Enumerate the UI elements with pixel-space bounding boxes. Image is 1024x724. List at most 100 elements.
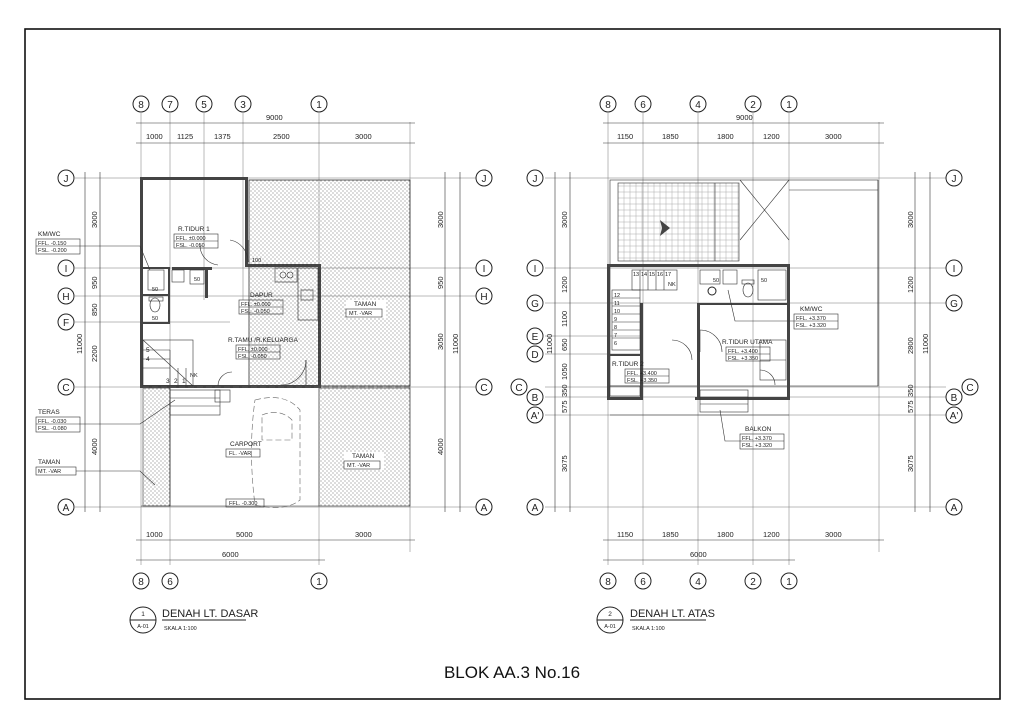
plan1-bottom-dim: 1000 bbox=[146, 530, 163, 539]
plan2-bottom-total: 6000 bbox=[690, 550, 707, 559]
svg-text:I: I bbox=[534, 264, 537, 275]
plan2-scale: SKALA 1:100 bbox=[632, 626, 665, 632]
svg-text:J: J bbox=[533, 174, 538, 185]
svg-text:A: A bbox=[532, 503, 539, 514]
stair-step-4: 4 bbox=[146, 356, 150, 363]
svg-text:H: H bbox=[480, 292, 487, 303]
svg-text:J: J bbox=[482, 174, 487, 185]
fixture-label: 50 bbox=[713, 278, 719, 284]
room-taman-top: TAMAN MT. -VAR bbox=[345, 300, 386, 318]
svg-text:A-01: A-01 bbox=[137, 624, 149, 630]
svg-text:4: 4 bbox=[695, 577, 701, 588]
svg-text:J: J bbox=[64, 174, 69, 185]
svg-text:G: G bbox=[531, 299, 539, 310]
svg-text:R.TIDUR 2: R.TIDUR 2 bbox=[612, 361, 644, 368]
svg-text:8: 8 bbox=[605, 100, 611, 111]
svg-text:B: B bbox=[532, 393, 539, 404]
sheet-border bbox=[24, 28, 1001, 700]
svg-text:D: D bbox=[531, 350, 538, 361]
svg-text:6: 6 bbox=[640, 577, 646, 588]
callout-kmwc: KM/WC FFL. -0.150 FSL. -0.200 bbox=[35, 231, 151, 271]
plan2-left-dim: 3000 bbox=[560, 211, 569, 228]
plan1-top-total: 9000 bbox=[266, 113, 283, 122]
room-r-tidur-1: R.TIDUR 1 FFL. ±0.000 FSL. -0.050 bbox=[173, 226, 219, 249]
svg-text:FSL. +3.350: FSL. +3.350 bbox=[728, 356, 758, 362]
ground-floor-plan: 5 4 3 2 1 NK R.TIDUR 1 FFL. ±0.000 FSL. … bbox=[35, 95, 493, 634]
stair-step-12: 12 bbox=[614, 293, 620, 299]
svg-text:B: B bbox=[951, 393, 958, 404]
svg-text:FSL. +3.320: FSL. +3.320 bbox=[742, 443, 772, 449]
svg-text:8: 8 bbox=[605, 577, 611, 588]
stair-step-10: 10 bbox=[614, 309, 620, 315]
svg-text:I: I bbox=[483, 264, 486, 275]
svg-text:2: 2 bbox=[750, 100, 756, 111]
svg-text:FL. -VAR: FL. -VAR bbox=[229, 451, 251, 457]
plan1-right-dim: 3050 bbox=[436, 333, 445, 350]
fixture-label: 50 bbox=[761, 278, 767, 284]
plan2-left-dim: 1050 bbox=[560, 363, 569, 380]
svg-text:I: I bbox=[953, 264, 956, 275]
stair-step-6: 6 bbox=[614, 341, 617, 347]
plan1-top-dim: 1000 bbox=[146, 132, 163, 141]
plan1-bottom-dim: 5000 bbox=[236, 530, 253, 539]
svg-text:1: 1 bbox=[786, 577, 792, 588]
svg-text:I: I bbox=[65, 264, 68, 275]
svg-text:C: C bbox=[966, 383, 973, 394]
stair-step-13: 13 bbox=[633, 272, 639, 278]
plan2-walls bbox=[607, 264, 790, 400]
stair-nk: NK bbox=[668, 282, 676, 288]
svg-text:FFL. -0.300: FFL. -0.300 bbox=[229, 501, 257, 507]
plan2-left-dim: 575 bbox=[560, 400, 569, 413]
svg-text:MT. -VAR: MT. -VAR bbox=[349, 311, 372, 317]
svg-text:FFL. ±0.000: FFL. ±0.000 bbox=[176, 236, 206, 242]
plan1-title: DENAH LT. DASAR bbox=[162, 608, 258, 620]
plan2-right-dim: 3075 bbox=[906, 455, 915, 472]
fixture-label: 50 bbox=[194, 277, 200, 283]
plan2-bottom-axes: 8 6 4 2 1 bbox=[599, 572, 798, 590]
plan1-stairs: 5 4 3 2 1 NK bbox=[142, 339, 198, 387]
plan2-bottom-dim: 1150 bbox=[617, 530, 633, 539]
plan2-bottom-dim: 3000 bbox=[825, 530, 842, 539]
stair-nk: NK bbox=[190, 373, 198, 379]
room-r-tidur-2: R.TIDUR 2 FFL. +3.400 FSL. +3.350 bbox=[612, 361, 670, 384]
plan1-top-dim: 1125 bbox=[177, 132, 193, 141]
svg-text:C: C bbox=[62, 383, 69, 394]
plan1-bottom-dim: 3000 bbox=[355, 530, 372, 539]
svg-text:R.TIDUR 1: R.TIDUR 1 bbox=[178, 226, 210, 233]
svg-text:2: 2 bbox=[750, 577, 756, 588]
svg-text:G: G bbox=[950, 299, 958, 310]
svg-text:TAMAN: TAMAN bbox=[38, 459, 61, 466]
plan2-left-dim: 350 bbox=[560, 384, 569, 397]
car-outline bbox=[251, 397, 301, 508]
plan1-right-dim: 4000 bbox=[436, 438, 445, 455]
svg-text:A: A bbox=[63, 503, 70, 514]
plan1-top-dim: 1375 bbox=[214, 132, 231, 141]
svg-text:FSL. -0.050: FSL. -0.050 bbox=[238, 354, 267, 360]
plan1-right-dim: 950 bbox=[436, 276, 445, 289]
svg-text:1: 1 bbox=[316, 577, 322, 588]
plan2-left-dim: 650 bbox=[560, 338, 569, 351]
fixture-label: 50 bbox=[152, 316, 158, 322]
svg-text:FSL. -0.080: FSL. -0.080 bbox=[38, 426, 67, 432]
plan1-left-axes: J I H F C A bbox=[57, 169, 75, 516]
svg-text:A': A' bbox=[531, 411, 540, 422]
plan2-top-axes: 8 6 4 2 1 bbox=[599, 95, 798, 113]
svg-text:FFL. +3.400: FFL. +3.400 bbox=[728, 349, 758, 355]
plan2-top-dim: 3000 bbox=[825, 132, 842, 141]
plan1-left-dim: 950 bbox=[90, 276, 99, 289]
stair-step-2: 2 bbox=[174, 378, 178, 385]
stair-step-3: 3 bbox=[166, 378, 170, 385]
plan1-left-dim: 2200 bbox=[90, 345, 99, 362]
svg-text:1: 1 bbox=[316, 100, 322, 111]
plan2-bottom-dim: 1200 bbox=[763, 530, 780, 539]
plan2-title-block: 2 A-01 DENAH LT. ATAS SKALA 1:100 bbox=[596, 606, 715, 634]
stair-step-5: 5 bbox=[146, 347, 150, 354]
plan2-right-dim: 1200 bbox=[906, 276, 915, 293]
plan1-bottom-axes: 8 6 1 bbox=[132, 572, 328, 590]
plan2-left-dim: 1100 bbox=[560, 311, 569, 327]
fixture-label: 50 bbox=[152, 287, 158, 293]
plan1-dimensions: 9000 1000 1125 1375 2500 3000 1000 5000 … bbox=[75, 113, 461, 561]
stair-step-8: 8 bbox=[614, 325, 617, 331]
plan1-top-dim: 2500 bbox=[273, 132, 290, 141]
